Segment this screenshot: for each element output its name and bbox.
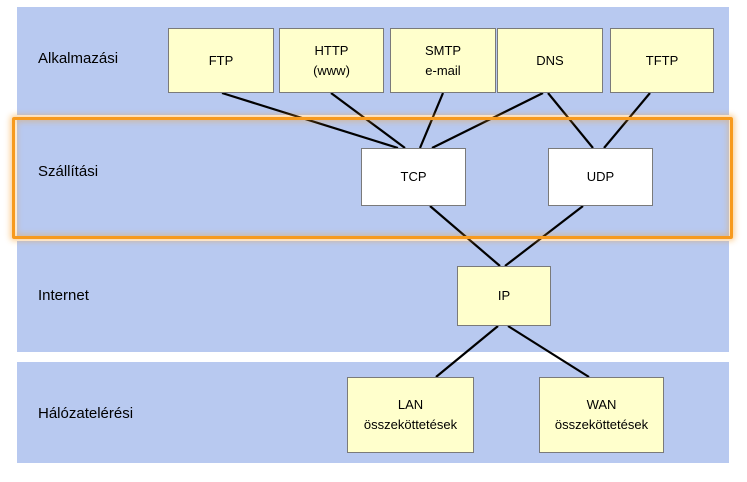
lan-box: LAN összeköttetések <box>347 377 474 453</box>
dns-box: DNS <box>497 28 603 93</box>
transport-layer-highlight <box>12 117 733 239</box>
line-tftp-udp <box>603 92 651 149</box>
layer-label-network-access: Hálózatelérési <box>38 405 134 422</box>
layer-label-transport: Szállítási <box>38 163 99 180</box>
smtp-sub-label: e-mail <box>425 62 461 78</box>
lan-sub-label: összeköttetések <box>363 417 458 432</box>
dns-label: DNS <box>536 52 564 68</box>
ip-box: IP <box>457 266 551 326</box>
http-sub-label: (www) <box>313 62 350 78</box>
line-ftp-tcp <box>221 91 399 150</box>
ftp-box: FTP <box>168 28 274 93</box>
line-http-tcp <box>330 92 406 149</box>
udp-box: UDP <box>548 148 653 206</box>
line-dns-udp <box>547 92 594 149</box>
wan-label: WAN <box>586 397 617 412</box>
smtp-label: SMTP <box>424 42 462 58</box>
lan-label: LAN <box>397 397 424 412</box>
smtp-box: SMTP e-mail <box>390 28 496 93</box>
wan-sub-label: összeköttetések <box>554 417 649 432</box>
http-box: HTTP (www) <box>279 28 384 93</box>
ftp-label: FTP <box>208 52 234 68</box>
line-ip-wan <box>507 325 590 378</box>
line-dns-tcp <box>431 92 544 149</box>
layer-label-internet: Internet <box>38 287 89 304</box>
wan-box: WAN összeköttetések <box>539 377 664 453</box>
http-label: HTTP <box>314 42 349 58</box>
tftp-label: TFTP <box>645 52 679 68</box>
line-ip-lan <box>435 325 499 378</box>
ip-label: IP <box>497 288 511 303</box>
udp-label: UDP <box>586 169 615 184</box>
layer-label-application: Alkalmazási <box>38 50 119 67</box>
tcp-box: TCP <box>361 148 466 206</box>
tftp-box: TFTP <box>610 28 714 93</box>
internet-layer-band <box>17 241 729 352</box>
line-smtp-tcp <box>418 92 445 149</box>
tcp-label: TCP <box>400 169 427 184</box>
